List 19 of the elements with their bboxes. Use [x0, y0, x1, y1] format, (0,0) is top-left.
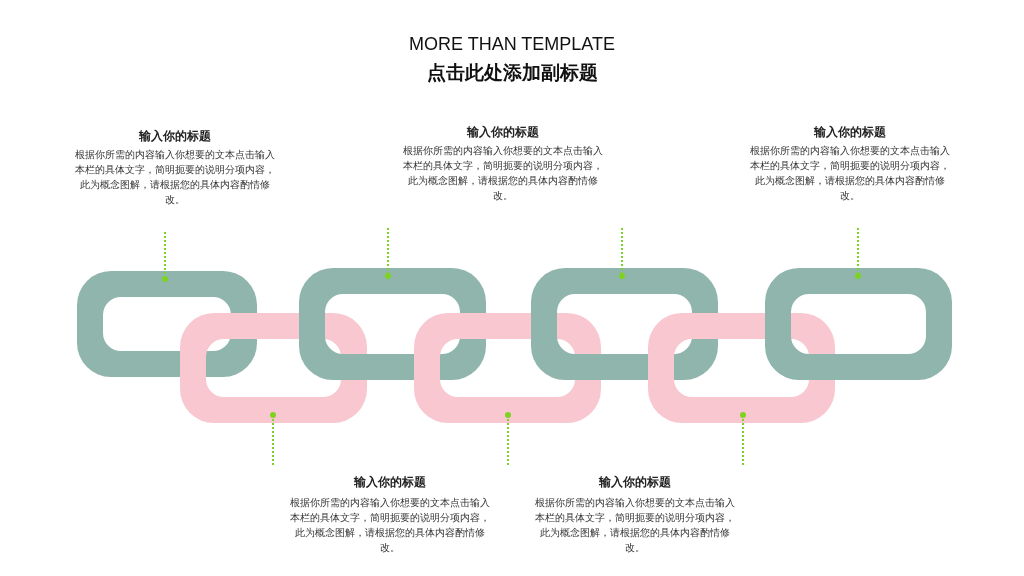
heading: 输入你的标题 [465, 124, 540, 141]
leader-line [855, 227, 861, 279]
leader-line [619, 227, 625, 279]
leader-line [505, 412, 511, 466]
description: 根据你所需的内容输入你想要的文本点击输入本栏的具体文字，简明扼要的说明分项内容，此为概念图解，请根据您的具体内容酌情修改。 [402, 144, 604, 203]
subtitle: 点击此处添加副标题 [425, 60, 599, 85]
description: 根据你所需的内容输入你想要的文本点击输入本栏的具体文字，简明扼要的说明分项内容，此为概念图解，请根据您的具体内容酌情修改。 [74, 148, 276, 207]
description: 根据你所需的内容输入你想要的文本点击输入本栏的具体文字，简明扼要的说明分项内容，此为概念图解，请根据您的具体内容酌情修改。 [289, 496, 491, 555]
heading: 输入你的标题 [137, 128, 212, 145]
leader-line [270, 412, 276, 466]
leader-line [385, 227, 391, 279]
leader-line [162, 231, 168, 282]
heading: 输入你的标题 [597, 474, 672, 491]
heading: 输入你的标题 [352, 474, 427, 491]
description: 根据你所需的内容输入你想要的文本点击输入本栏的具体文字，简明扼要的说明分项内容，此为概念图解，请根据您的具体内容酌情修改。 [749, 144, 951, 203]
heading: 输入你的标题 [812, 124, 887, 141]
description: 根据你所需的内容输入你想要的文本点击输入本栏的具体文字，简明扼要的说明分项内容，此为概念图解，请根据您的具体内容酌情修改。 [534, 496, 736, 555]
leader-line [740, 412, 746, 466]
title: MORE THAN TEMPLATE [407, 34, 616, 55]
